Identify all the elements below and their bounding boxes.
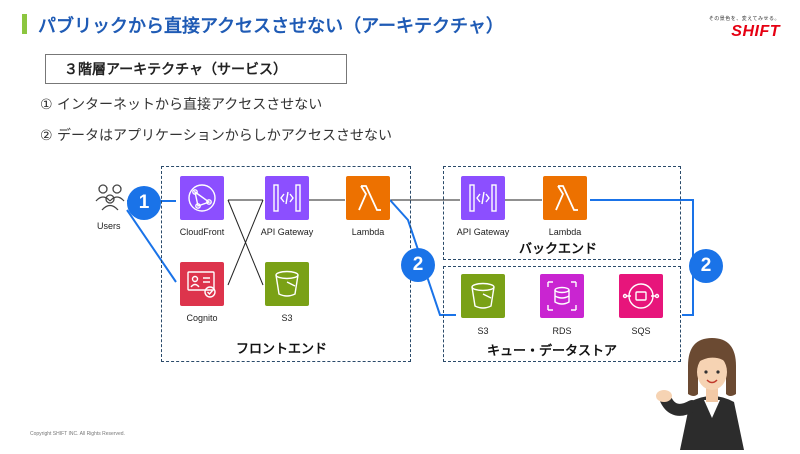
cloudfront-label: CloudFront: [179, 227, 225, 237]
sqs-icon: [619, 274, 663, 318]
point-1: ① インターネットから直接アクセスさせない: [40, 97, 323, 113]
users-label: Users: [97, 221, 121, 231]
rds-label: RDS: [552, 326, 572, 336]
presenter-illustration: [650, 322, 760, 454]
s3-data-icon: [461, 274, 505, 318]
api-gateway-front-icon: [265, 176, 309, 220]
page-title: パブリックから直接アクセスさせない（アーキテクチャ）: [38, 16, 504, 37]
cognito-label: Cognito: [186, 313, 218, 323]
s3-front-icon: [265, 262, 309, 306]
api-gateway-back-icon: [461, 176, 505, 220]
datastore-region: [443, 266, 681, 362]
badge-2-right: 2: [689, 249, 723, 283]
title-accent-bar: [22, 14, 27, 34]
logo-text: SHIFT: [731, 23, 780, 40]
api-gateway-front-label: API Gateway: [260, 227, 314, 237]
badge-1: 1: [127, 186, 161, 220]
cognito-icon: [180, 262, 224, 306]
frontend-region-label: フロントエンド: [236, 342, 328, 357]
logo-tagline: その景色を、変えてみせる。: [708, 16, 780, 22]
subtitle-box: ３階層アーキテクチャ（サービス）: [45, 54, 347, 84]
lambda-front-icon: [346, 176, 390, 220]
users-icon: [93, 181, 127, 215]
line-cognito-apigw: [227, 199, 264, 286]
s3-data-label: S3: [477, 326, 489, 336]
cloudfront-icon: [180, 176, 224, 220]
shift-logo: その景色を、変えてみせる。 SHIFT: [700, 15, 780, 45]
lambda-front-label: Lambda: [351, 227, 385, 237]
line-users-cognito: [126, 209, 177, 283]
rds-icon: [540, 274, 584, 318]
lambda-back-icon: [543, 176, 587, 220]
sqs-label: SQS: [631, 326, 651, 336]
badge-2-left: 2: [401, 248, 435, 282]
api-gateway-back-label: API Gateway: [456, 227, 510, 237]
subtitle-text: ３階層アーキテクチャ（サービス）: [64, 62, 288, 78]
backend-region-label: バックエンド: [519, 242, 598, 257]
copyright-text: Copyright SHIFT INC. All Rights Reserved…: [30, 431, 125, 437]
point-2: ② データはアプリケーションからしかアクセスさせない: [40, 128, 393, 144]
lambda-back-label: Lambda: [548, 227, 582, 237]
datastore-region-label: キュー・データストア: [487, 344, 618, 359]
s3-front-label: S3: [281, 313, 293, 323]
backend-region: [443, 166, 681, 260]
